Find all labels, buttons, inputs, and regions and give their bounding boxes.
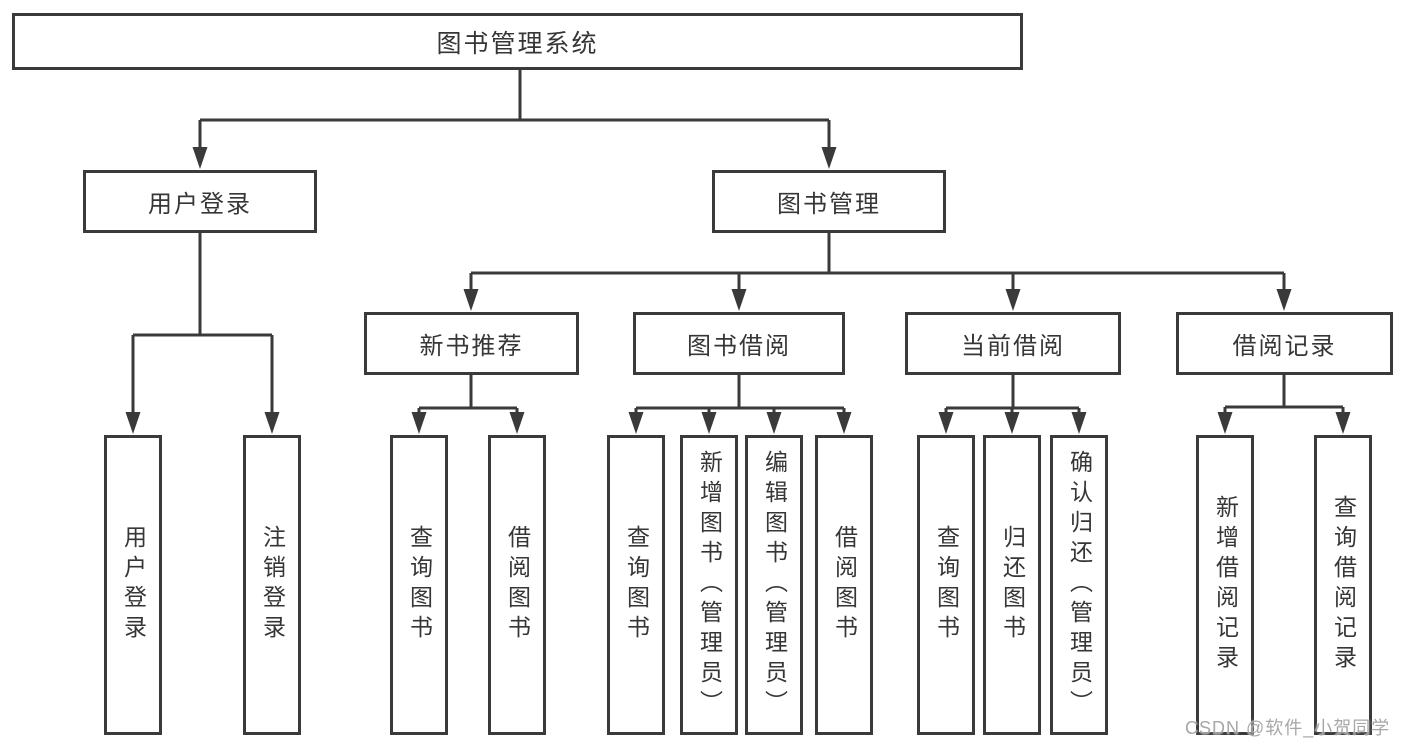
node-cb-query-book: 查询图书 bbox=[917, 435, 975, 735]
node-book-mgmt: 图书管理 bbox=[712, 170, 946, 233]
node-borrow-record: 借阅记录 bbox=[1176, 312, 1393, 375]
node-ul-logout: 注销登录 bbox=[243, 435, 301, 735]
node-br-add-record: 新增借阅记录 bbox=[1196, 435, 1254, 735]
node-cb-confirm-return-label: 确认归还（管理员） bbox=[1066, 450, 1093, 720]
node-bb-add-book: 新增图书（管理员） bbox=[680, 435, 738, 735]
node-book-borrow-label: 图书借阅 bbox=[687, 333, 791, 360]
node-bb-edit-book-label: 编辑图书（管理员） bbox=[761, 450, 788, 720]
node-new-book-rec-label: 新书推荐 bbox=[419, 333, 524, 360]
node-cb-return-book: 归还图书 bbox=[983, 435, 1041, 735]
node-nb-query-book-label: 查询图书 bbox=[406, 525, 433, 645]
node-bb-borrow-book-label: 借阅图书 bbox=[831, 525, 858, 645]
node-ul-user-login-label: 用户登录 bbox=[120, 525, 147, 645]
node-nb-borrow-book-label: 借阅图书 bbox=[504, 525, 531, 645]
node-user-login-label: 用户登录 bbox=[148, 191, 252, 218]
node-ul-logout-label: 注销登录 bbox=[259, 525, 286, 645]
node-bb-edit-book: 编辑图书（管理员） bbox=[745, 435, 803, 735]
node-cb-query-book-label: 查询图书 bbox=[933, 525, 960, 645]
node-bb-query-book: 查询图书 bbox=[607, 435, 665, 735]
node-root-label: 图书管理系统 bbox=[436, 29, 599, 58]
node-borrow-record-label: 借阅记录 bbox=[1232, 333, 1337, 360]
node-br-query-record-label: 查询借阅记录 bbox=[1330, 495, 1357, 675]
watermark-text: CSDN @软件_小贺同学 bbox=[1185, 718, 1391, 738]
node-cb-return-book-label: 归还图书 bbox=[999, 525, 1026, 645]
node-current-borrow-label: 当前借阅 bbox=[961, 333, 1065, 360]
node-root: 图书管理系统 bbox=[12, 13, 1023, 70]
node-bb-borrow-book: 借阅图书 bbox=[815, 435, 873, 735]
node-book-mgmt-label: 图书管理 bbox=[777, 191, 881, 218]
node-ul-user-login: 用户登录 bbox=[104, 435, 162, 735]
node-nb-borrow-book: 借阅图书 bbox=[488, 435, 546, 735]
node-current-borrow: 当前借阅 bbox=[905, 312, 1121, 375]
node-book-borrow: 图书借阅 bbox=[633, 312, 845, 375]
node-user-login: 用户登录 bbox=[83, 170, 317, 233]
node-br-query-record: 查询借阅记录 bbox=[1314, 435, 1372, 735]
node-nb-query-book: 查询图书 bbox=[390, 435, 448, 735]
node-new-book-rec: 新书推荐 bbox=[364, 312, 579, 375]
node-bb-query-book-label: 查询图书 bbox=[623, 525, 650, 645]
node-bb-add-book-label: 新增图书（管理员） bbox=[696, 450, 723, 720]
node-cb-confirm-return: 确认归还（管理员） bbox=[1050, 435, 1108, 735]
node-br-add-record-label: 新增借阅记录 bbox=[1212, 495, 1239, 675]
